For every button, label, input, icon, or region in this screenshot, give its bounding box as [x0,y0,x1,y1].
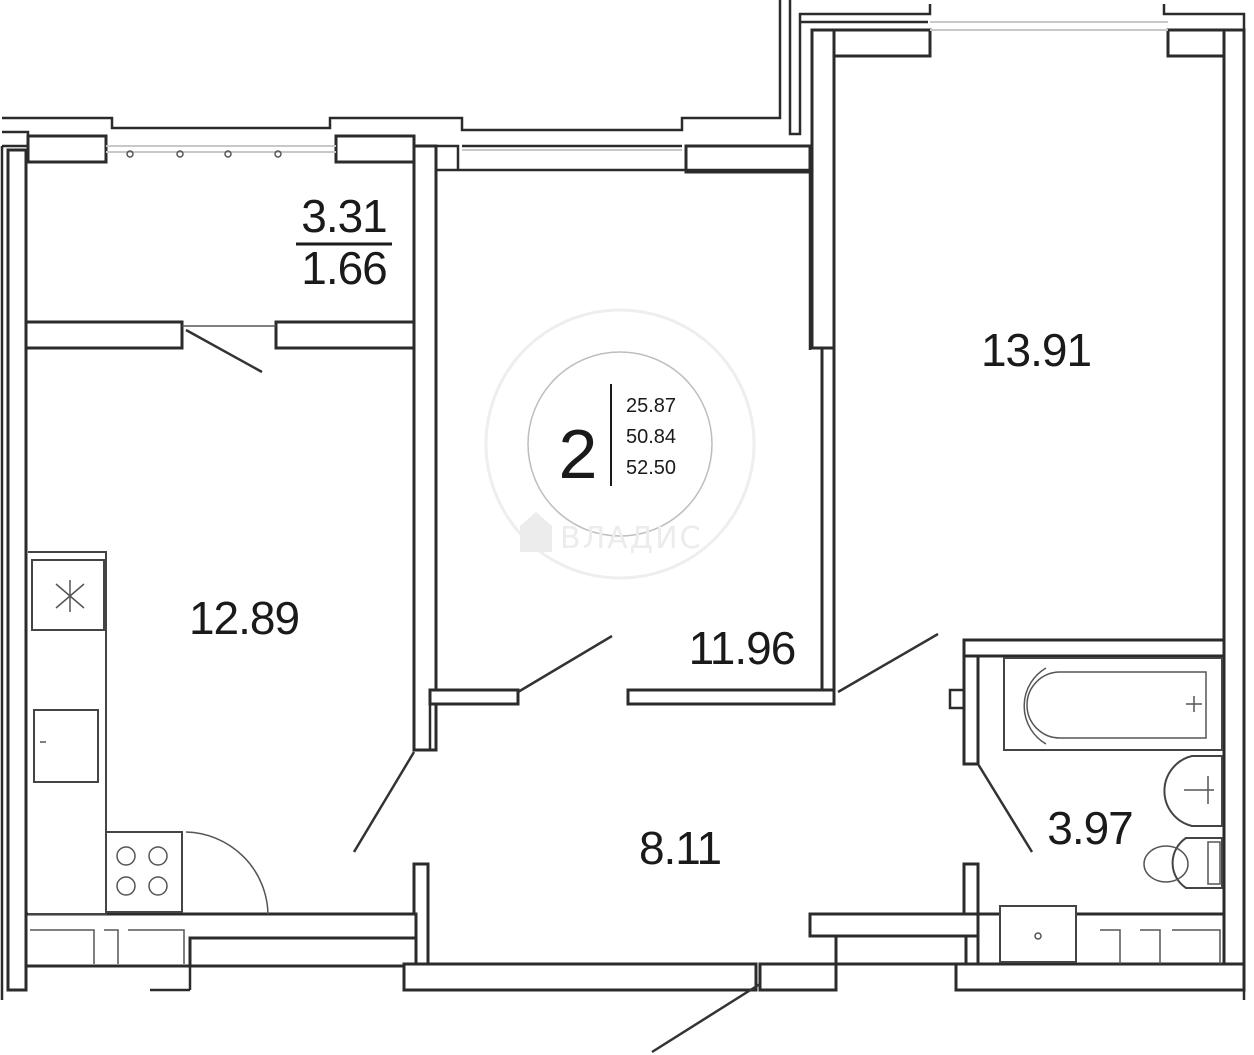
wall-segment [810,28,836,350]
washbasin [1163,755,1223,827]
interior-walls [24,144,1246,992]
bathtub [1003,657,1223,751]
watermark-text: ВЛАДИС [560,521,703,556]
wall-segment [274,320,416,350]
right-exterior-wall [1222,28,1246,972]
wall-segment [832,28,932,58]
exterior-walls [0,0,1246,1000]
wall-segment [24,320,184,350]
wall-segment [334,134,416,164]
wall-segment [26,134,108,164]
kitchen-stove [105,831,183,913]
wall-segment [962,638,1226,658]
left-exterior-wall [6,148,28,992]
doors [185,328,1034,1054]
shower-tray [999,905,1077,963]
hall-area: 8.11 [639,822,721,874]
kitchen-fixtures [28,551,183,915]
wall-segment [626,688,836,706]
wall-segment [834,934,968,966]
wall-segment [820,346,836,706]
door-right-room [837,632,939,694]
balcony-area: 3.31 [301,190,387,242]
kitchen-area: 12.89 [189,592,299,644]
total-area-with-balcony: 52.50 [626,457,676,479]
wall-segment [808,912,980,938]
wall-segment [954,962,1246,992]
summary-outer-ring [484,308,756,580]
middle-room-area: 11.96 [689,622,796,674]
wall-segment [758,962,838,992]
door-entrance [651,982,761,1054]
door-balcony [185,328,263,374]
wall-segment [428,688,520,706]
living-area: 25.87 [626,395,676,417]
wall-segment [1166,28,1226,58]
watermark-house-icon [520,512,552,552]
door-kitchen [352,751,416,853]
toilet [1171,837,1223,889]
bathroom-area: 3.97 [1047,802,1133,854]
door-bathroom [976,763,1034,853]
watermark: ВЛАДИС [520,512,703,556]
summary-inner-ring [527,351,713,537]
wall-segment [402,962,758,992]
right-room-area: 13.91 [981,324,1091,376]
door-middle-room [517,634,613,694]
kitchen-door-arc [185,831,269,915]
wall-segment [412,144,438,752]
wall-segment [188,936,418,968]
bathroom-fixtures [999,657,1223,963]
wall-segment [684,144,812,174]
kitchen-sink [33,709,99,783]
rooms-count: 2 [559,415,598,493]
balcony-area-reduced: 1.66 [301,242,387,294]
summary-badge: 2 25.87 50.84 52.50 [484,308,756,580]
wall-segment [962,654,980,766]
total-area: 50.84 [626,426,676,448]
room-labels: 3.31 1.66 12.89 11.96 13.91 8.11 3.97 [189,190,1134,874]
